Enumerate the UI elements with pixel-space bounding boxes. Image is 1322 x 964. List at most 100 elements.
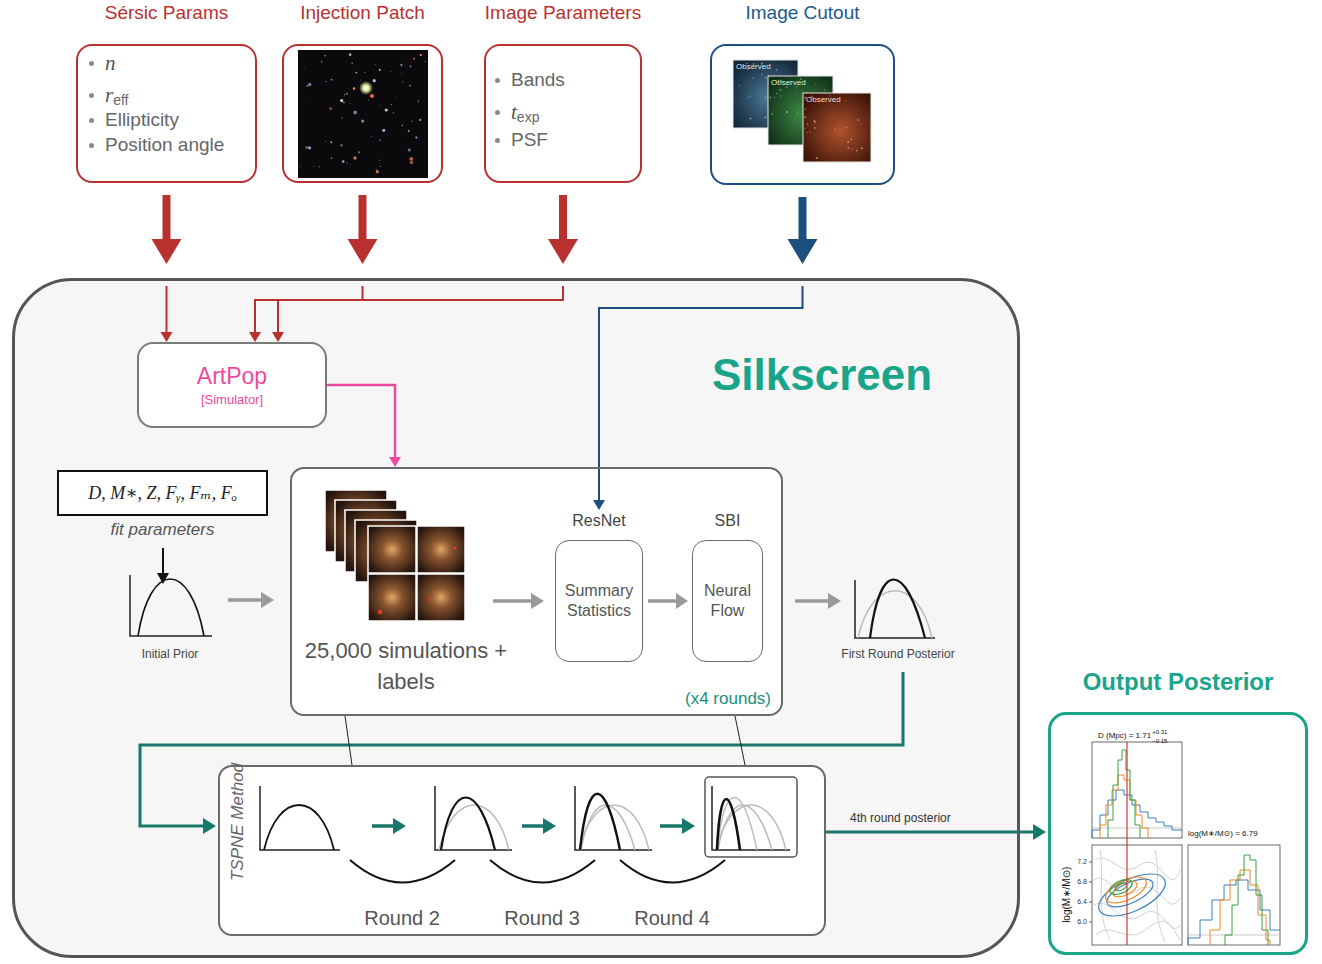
connector <box>826 824 1046 840</box>
tspne-plots-part <box>522 824 544 828</box>
injection-image-part-part <box>409 85 411 87</box>
injection-image-part-part <box>319 166 320 167</box>
corner-plot-part <box>1103 873 1157 912</box>
flow-arrows-part <box>828 593 841 609</box>
injection-image-part-part <box>420 54 422 56</box>
injection-image-part-part <box>353 156 356 159</box>
cutout-images-part-part <box>840 134 842 136</box>
tspne-plots-part <box>712 786 790 850</box>
tspne-plots-part <box>372 824 394 828</box>
tspne-plots-part <box>575 786 652 850</box>
corner-plot-part <box>1225 855 1268 945</box>
cutout-images-part-part <box>845 100 846 101</box>
cutout-images-part-part <box>855 147 857 149</box>
input-box: Image Cutout <box>710 0 895 185</box>
flow-arrows <box>493 593 841 609</box>
panel-fill-part <box>137 342 327 428</box>
cutout-images-part-part <box>809 131 811 133</box>
injection-image-part-part <box>414 58 415 59</box>
injection-image-part-part <box>373 79 376 82</box>
cutout-images-part-part <box>845 127 847 129</box>
injection-image-part-part <box>400 64 402 66</box>
injection-image-part-part <box>300 82 302 84</box>
arrow-head <box>593 500 605 510</box>
injection-image-part-part <box>360 79 362 81</box>
prior-plot-part <box>228 598 262 602</box>
cutout-images-part-part <box>752 78 754 80</box>
injection-image-part-part <box>307 85 309 87</box>
bullet-dot <box>89 118 94 123</box>
corner-plot-part <box>1108 876 1135 897</box>
injection-image-part-part <box>351 63 353 65</box>
cutout-images-part <box>803 93 871 162</box>
cutout-images-part-part <box>805 97 807 99</box>
simulator-name: ArtPop <box>197 363 267 390</box>
cutout-images-part-part <box>764 117 766 119</box>
cutout-images-part-part <box>749 95 751 97</box>
prior-plot-part <box>261 592 274 608</box>
cutout-images-part-part <box>796 91 798 93</box>
tspne-plots-part <box>682 818 695 834</box>
injection-image-part-part <box>391 104 392 105</box>
arrow-head <box>1033 824 1046 840</box>
cutout-images-part-part <box>759 90 761 92</box>
injection-image-part-part <box>410 66 412 68</box>
posterior-plot-part <box>855 580 935 638</box>
injection-image-part-part <box>349 103 351 105</box>
injection-image-part-part <box>349 53 352 56</box>
panel-fill-part <box>12 278 1020 958</box>
arrow-head <box>676 593 688 609</box>
injection-image-part-part <box>346 162 348 164</box>
box-heading: SBI <box>715 512 741 530</box>
injection-image-part-part <box>408 149 411 152</box>
simulation-stack-part <box>378 610 382 614</box>
cutout-images-part-part <box>835 128 836 129</box>
cutout-images-part-part <box>867 107 869 109</box>
injection-image-part-part <box>350 164 352 166</box>
label-slot: Round 4 <box>634 907 710 930</box>
label-slot: Round 3 <box>504 907 580 930</box>
tick-label: 7.2 <box>1077 858 1087 866</box>
injection-image-part-part <box>393 112 394 113</box>
round-loop-line <box>140 672 903 834</box>
cutout-images-part-part <box>779 89 781 91</box>
round-label: Round 4 <box>634 907 710 930</box>
cutout-images-part-part <box>861 147 863 149</box>
round-loop-line-part <box>735 716 745 765</box>
cutout-images-part-part <box>852 148 853 149</box>
connector <box>648 593 688 609</box>
tspne-plots-part <box>580 794 620 850</box>
injection-image-part-part <box>308 146 311 149</box>
injection-image-part-part <box>305 146 307 148</box>
edge-label: 4th round posterior <box>850 812 951 826</box>
connector-line <box>826 831 1036 834</box>
cutout-images-part-part <box>814 120 816 122</box>
heading-slot: Injection Patch <box>222 2 503 24</box>
cutout-images-part-part <box>828 115 830 117</box>
injection-image-part <box>298 50 428 178</box>
box-outline <box>1048 712 1308 955</box>
box-outline: ArtPop[Simulator] <box>137 342 327 428</box>
bullet-dot <box>495 138 500 143</box>
bullet-row: Bands <box>495 68 565 92</box>
box-caption: fit parameters <box>111 520 215 540</box>
output-box: Output Posterior <box>1048 668 1308 955</box>
injection-image-part-part <box>370 135 372 137</box>
arrow-shaft <box>559 195 567 240</box>
bullet-dot <box>89 61 94 66</box>
connector-line <box>166 286 168 334</box>
injection-image-part-part <box>382 129 385 132</box>
injection-image-part-part <box>355 72 357 74</box>
cutout-images-part-part <box>824 89 825 90</box>
corner-plot-part <box>1188 845 1280 945</box>
tspne-plots-part <box>393 818 406 834</box>
arrow-shaft <box>799 197 807 240</box>
cutout-images-part-part <box>772 96 774 98</box>
cutout-images-part-part <box>860 123 861 124</box>
cutout-images-part-part <box>850 139 852 141</box>
panel-fill-part <box>290 467 783 716</box>
corner-plot-part <box>1108 750 1140 838</box>
cutout-images-part-part <box>769 96 771 98</box>
cutout-images-part-part <box>816 157 818 159</box>
